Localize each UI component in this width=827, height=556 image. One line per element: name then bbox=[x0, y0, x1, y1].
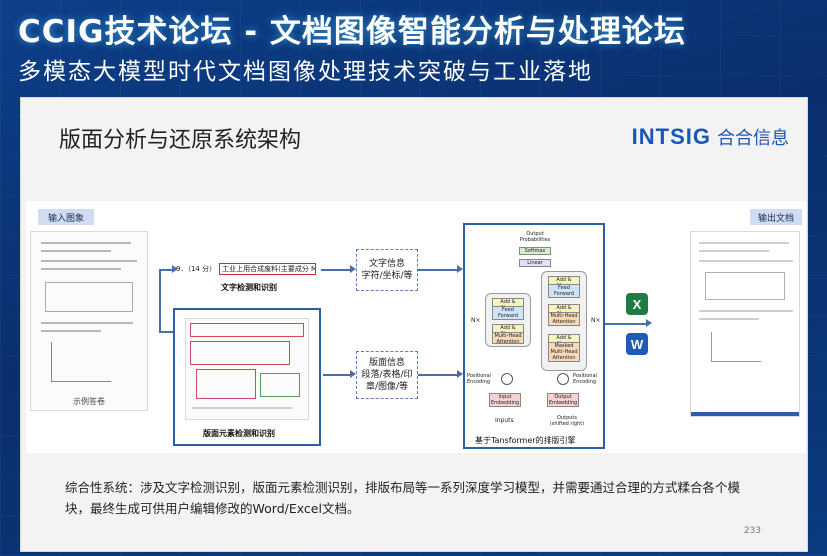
arrow-text-info-to-engine bbox=[418, 266, 463, 272]
text-info-title: 文字信息 bbox=[368, 259, 405, 269]
banner-headline: CCIG技术论坛 - 文档图像智能分析与处理论坛 bbox=[18, 14, 686, 50]
tf-encoder-block: Add & Norm Feed Forward Add & Norm Multi… bbox=[485, 293, 531, 347]
input-doc-caption: 示例答卷 bbox=[73, 397, 105, 406]
layout-info-detail-2: 章/图像/等 bbox=[365, 382, 409, 392]
text-detect-caption: 文字检测和识别 bbox=[221, 283, 277, 292]
intsig-logo: INTSIG 合合信息 bbox=[632, 124, 789, 150]
layout-detect-caption: 版面元素检测和识别 bbox=[203, 429, 275, 438]
sine-wave-icon bbox=[501, 373, 513, 385]
arrow-to-text-detect bbox=[159, 266, 178, 272]
arrow-to-layout-info bbox=[323, 371, 356, 377]
tf-output-embedding: Output Embedding bbox=[547, 393, 579, 407]
tf-inputs: Inputs bbox=[495, 417, 514, 424]
tf-outputs: Outputs (shifted right) bbox=[549, 415, 585, 427]
tf-pos-enc-left: Positional Encoding bbox=[467, 373, 491, 385]
branch-connector bbox=[159, 269, 161, 331]
layout-info-detail-1: 段落/表格/印 bbox=[361, 370, 413, 380]
text-info-box: 文字信息 字符/坐标/等 bbox=[356, 249, 418, 291]
layout-detect-frame: 版面元素检测和识别 bbox=[173, 308, 321, 446]
tf-dec-masked-mha: Masked Multi-Head Attention bbox=[548, 342, 580, 362]
tf-softmax: Softmax bbox=[519, 247, 551, 255]
arrow-to-text-info bbox=[321, 266, 356, 272]
tf-nx-left: N× bbox=[471, 317, 481, 324]
tf-enc-mha: Multi-Head Attention bbox=[492, 332, 524, 345]
sine-wave-icon-2 bbox=[557, 373, 569, 385]
transformer-caption: 基于Tansformer的排版引擎 bbox=[475, 436, 576, 445]
layout-info-title: 版面信息 bbox=[368, 358, 405, 368]
text-info-detail: 字符/坐标/等 bbox=[361, 271, 413, 281]
slide: 版面分析与还原系统架构 INTSIG 合合信息 输入图象 示例答卷 9．（14 … bbox=[20, 97, 808, 552]
excel-icon: X bbox=[626, 293, 648, 315]
layout-info-box: 版面信息 段落/表格/印 章/图像/等 bbox=[356, 351, 418, 399]
tf-enc-feed-forward: Feed Forward bbox=[492, 306, 524, 320]
tf-decoder-block: Add & Norm Feed Forward Add & Norm Multi… bbox=[541, 271, 587, 371]
layout-detect-image bbox=[185, 318, 309, 420]
tf-input-embedding: Input Embedding bbox=[489, 393, 521, 407]
output-document-label: 输出文档 bbox=[750, 209, 802, 225]
output-document-image bbox=[690, 231, 800, 417]
tf-dec-feed-forward: Feed Forward bbox=[548, 284, 580, 298]
word-icon: W bbox=[626, 333, 648, 355]
architecture-diagram: 输入图象 示例答卷 9．（14 分） 工业上用合成废料(主要成分 MnO 文字检… bbox=[26, 201, 806, 453]
input-document-image: 示例答卷 bbox=[30, 231, 148, 411]
arrow-engine-to-output bbox=[605, 320, 652, 326]
transformer-engine-frame: Output Probabilities Softmax Linear Add … bbox=[463, 223, 605, 449]
arrow-layout-info-to-engine bbox=[418, 371, 463, 377]
logo-text-en: INTSIG bbox=[631, 124, 711, 149]
slide-title: 版面分析与还原系统架构 bbox=[59, 128, 302, 153]
tf-dec-mha: Multi-Head Attention bbox=[548, 312, 580, 326]
text-detect-snippet: 9．（14 分） 工业上用合成废料(主要成分 MnO bbox=[176, 261, 316, 276]
tf-pos-enc-right: Positional Encoding bbox=[573, 373, 597, 385]
tf-linear: Linear bbox=[519, 259, 551, 267]
input-image-label: 输入图象 bbox=[38, 209, 94, 225]
page-number: 233 bbox=[743, 526, 761, 536]
snippet-number: 9．（14 分） bbox=[176, 264, 217, 273]
snippet-highlight-box: 工业上用合成废料(主要成分 MnO bbox=[219, 262, 316, 275]
logo-text-cn: 合合信息 bbox=[717, 128, 789, 149]
tf-output-probs: Output Probabilities bbox=[519, 231, 551, 243]
slide-description: 综合性系统：涉及文字检测识别，版面元素检测识别，排版布局等一系列深度学习模型，并… bbox=[65, 480, 741, 516]
tf-nx-right: N× bbox=[591, 317, 601, 324]
banner-subline: 多模态大模型时代文档图像处理技术突破与工业落地 bbox=[18, 59, 593, 85]
